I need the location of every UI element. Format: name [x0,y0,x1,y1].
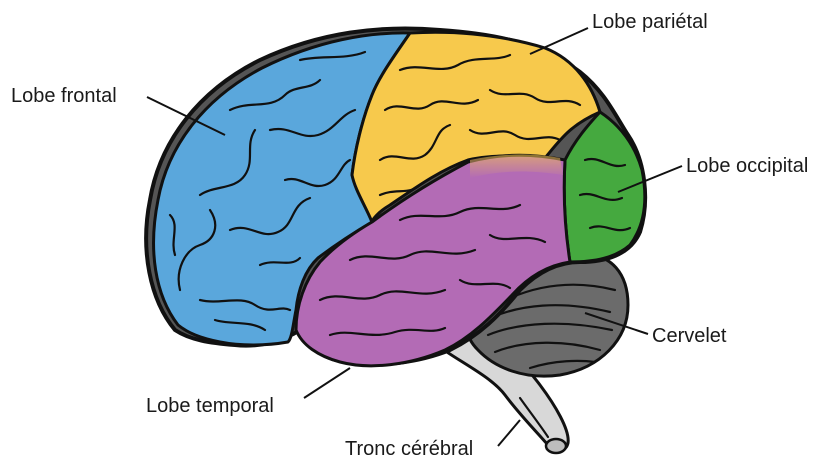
brainstem-tip [546,439,566,453]
leader-parietal [530,28,588,54]
label-frontal-lobe: Lobe frontal [11,85,117,107]
label-occipital-lobe: Lobe occipital [686,155,808,177]
label-temporal-lobe: Lobe temporal [146,395,274,417]
label-cerebellum: Cervelet [652,325,726,347]
label-parietal-lobe: Lobe pariétal [592,11,708,33]
leader-brainstem [498,420,520,446]
leader-temporal [304,368,350,398]
label-brainstem: Tronc cérébral [345,438,473,460]
